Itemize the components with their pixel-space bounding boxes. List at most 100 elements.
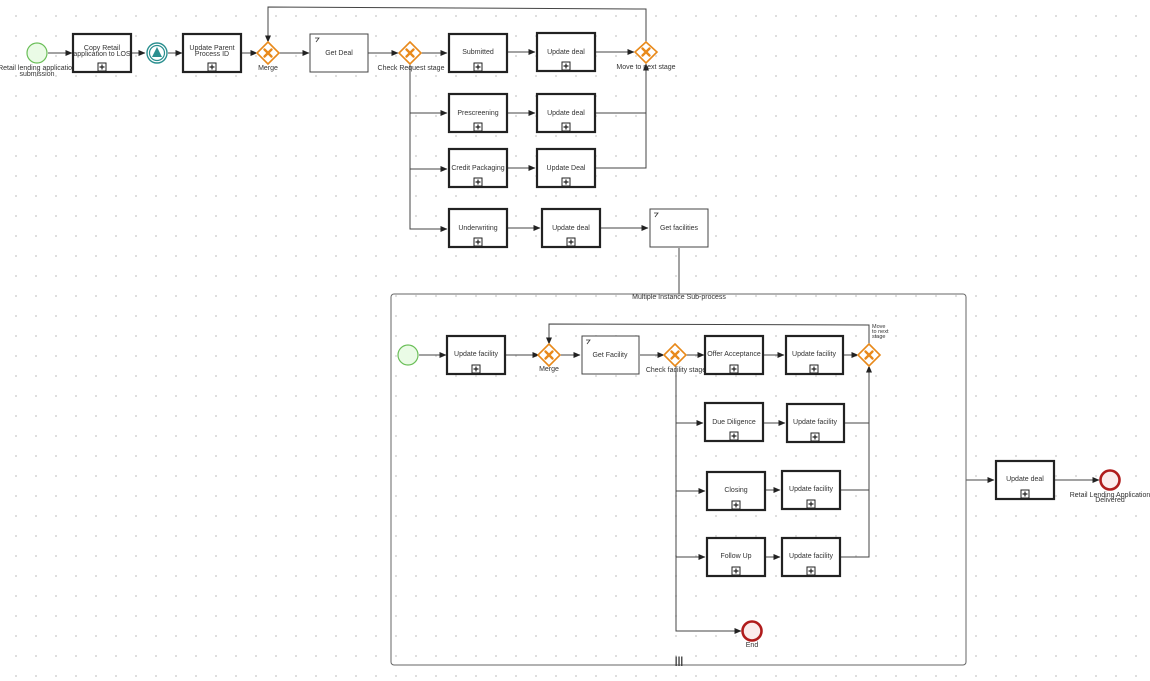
x-icon	[544, 350, 554, 360]
svg-text:Update deal: Update deal	[547, 110, 585, 117]
subprocess-title: Multiple Instance Sub-process	[632, 294, 726, 301]
plus-icon	[209, 64, 215, 70]
subprocess-flows	[419, 323, 872, 634]
svg-text:Get Facility: Get Facility	[592, 352, 628, 359]
task-update-facility-3[interactable]: Update facility	[780, 469, 842, 511]
plus-icon	[475, 239, 481, 245]
svg-text:Update facility: Update facility	[789, 553, 833, 560]
check-request-label: Check Request stage	[378, 65, 445, 72]
svg-text:Submitted: Submitted	[462, 49, 494, 56]
x-icon	[641, 47, 651, 57]
plus-icon	[808, 501, 814, 507]
plus-icon	[733, 568, 739, 574]
svg-text:Follow Up: Follow Up	[720, 553, 751, 560]
check-facility-label: Check facility stage	[646, 367, 706, 374]
svg-text:Update deal: Update deal	[547, 49, 585, 56]
task-credit-packaging[interactable]: Credit Packaging	[447, 147, 509, 189]
task-get-deal[interactable]: Get Deal	[309, 33, 369, 73]
plus-icon	[811, 366, 817, 372]
triangle-icon	[152, 47, 162, 57]
svg-text:Update facility: Update facility	[793, 419, 837, 426]
task-update-facility-4[interactable]: Update facility	[780, 536, 842, 578]
plus-icon	[473, 366, 479, 372]
x-icon	[263, 48, 273, 58]
gateway-check-request[interactable]	[397, 40, 423, 66]
sub-end-event[interactable]	[741, 620, 763, 642]
flow-update2-to-move-next	[596, 63, 649, 114]
plus-icon	[812, 434, 818, 440]
task-get-facilities[interactable]: Get facilities	[649, 208, 709, 248]
gateway-move-next[interactable]	[633, 40, 659, 65]
plus-icon	[1022, 491, 1028, 497]
start-event-circle[interactable]	[26, 42, 48, 64]
plus-icon	[99, 64, 105, 70]
task-underwriting[interactable]: Underwriting	[447, 207, 509, 249]
task-offer-acceptance[interactable]: Offer Acceptance	[703, 334, 765, 376]
gateway-check-facility[interactable]	[662, 342, 688, 368]
end-event[interactable]	[1099, 469, 1121, 491]
flow-update4-to-move-next	[840, 490, 870, 558]
plus-icon	[563, 179, 569, 185]
task-final-update-deal[interactable]: Update deal	[994, 459, 1056, 501]
get-deal-label: Get Deal	[325, 50, 353, 57]
svg-text:Prescreening: Prescreening	[457, 110, 498, 117]
multi-instance-subprocess[interactable]	[390, 293, 967, 666]
task-due-diligence[interactable]: Due Diligence	[703, 401, 765, 443]
svg-text:Underwriting: Underwriting	[458, 225, 497, 232]
task-submitted[interactable]: Submitted	[447, 32, 509, 74]
task-update-deal-1[interactable]: Update deal	[535, 31, 597, 73]
task-update-deal-2[interactable]: Update deal	[535, 92, 597, 134]
task-update-deal-3[interactable]: Update Deal	[535, 147, 597, 189]
plus-icon	[731, 433, 737, 439]
plus-icon	[475, 179, 481, 185]
intermediate-signal-event[interactable]	[146, 42, 168, 64]
svg-text:Closing: Closing	[724, 487, 747, 494]
flow-loop-back-to-merge	[265, 6, 647, 43]
plus-icon	[733, 502, 739, 508]
sub-end-label: End	[746, 642, 759, 649]
plus-icon	[563, 124, 569, 130]
plus-icon	[475, 124, 481, 130]
move-next-label: Move to next stage	[616, 64, 675, 71]
x-icon	[405, 48, 415, 58]
task-follow-up[interactable]: Follow Up	[705, 536, 767, 578]
gateway-merge[interactable]	[255, 40, 281, 66]
task-prescreening[interactable]: Prescreening	[447, 92, 509, 134]
flow-update2-to-move-next	[844, 365, 872, 424]
svg-text:Credit Packaging: Credit Packaging	[451, 165, 504, 172]
task-update-facility-2[interactable]: Update facility	[785, 402, 846, 444]
svg-text:Update deal: Update deal	[552, 225, 590, 232]
task-update-facility-1[interactable]: Update facility	[784, 334, 845, 376]
flow-check-to-end	[675, 366, 742, 634]
svg-text:Update deal: Update deal	[1006, 476, 1044, 483]
gateway-sub-move-next[interactable]	[856, 342, 882, 368]
sub-start-event[interactable]	[397, 344, 419, 366]
x-icon	[670, 350, 680, 360]
task-closing[interactable]: Closing	[705, 470, 767, 512]
task-sub-update-facility[interactable]: Update facility	[445, 334, 507, 376]
svg-text:Get facilities: Get facilities	[660, 225, 699, 232]
flow-update3-to-move-next	[596, 113, 647, 169]
plus-icon	[475, 64, 481, 70]
plus-icon	[731, 366, 737, 372]
merge-label: Merge	[258, 65, 278, 72]
gateway-sub-merge[interactable]	[536, 342, 562, 368]
task-update-deal-4[interactable]: Update deal	[540, 207, 602, 249]
script-icon	[586, 339, 591, 345]
script-icon	[315, 37, 320, 43]
sub-merge-label: Merge	[539, 366, 559, 373]
task-get-facility[interactable]: Get Facility	[581, 335, 640, 375]
top-flows	[48, 6, 1100, 483]
flow-sub-loop-back	[546, 323, 870, 345]
svg-text:Update Deal: Update Deal	[547, 165, 586, 172]
svg-text:Update facility: Update facility	[789, 486, 833, 493]
